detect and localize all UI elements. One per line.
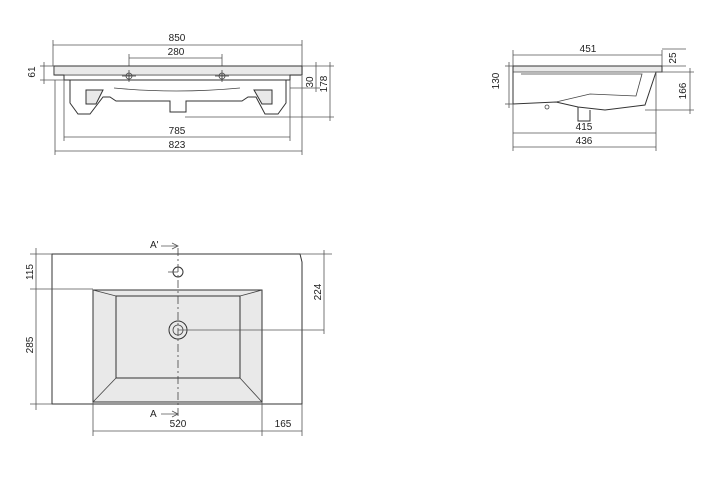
dim-520: 520 — [170, 419, 187, 430]
dim-30: 30 — [305, 76, 316, 88]
side-view: 451 25 130 166 415 436 — [491, 44, 694, 151]
dim-451: 451 — [580, 44, 597, 55]
dim-178: 178 — [319, 75, 330, 92]
dim-224: 224 — [313, 283, 324, 300]
dim-166: 166 — [678, 82, 689, 99]
dim-436: 436 — [576, 136, 593, 147]
dim-850: 850 — [169, 33, 186, 44]
dim-130: 130 — [491, 72, 502, 89]
dim-25: 25 — [668, 52, 679, 64]
top-view: A' A 115 285 224 520 165 — [25, 240, 332, 436]
section-mark-top: A' — [150, 240, 159, 251]
dim-280: 280 — [168, 47, 185, 58]
dim-285: 285 — [25, 336, 36, 353]
dim-415: 415 — [576, 122, 593, 133]
section-mark-bottom: A — [150, 409, 157, 420]
dim-115: 115 — [25, 264, 36, 280]
dim-61: 61 — [27, 66, 38, 78]
dim-785: 785 — [169, 126, 186, 137]
front-view: 850 280 61 30 178 — [27, 33, 334, 155]
dim-823: 823 — [169, 140, 186, 151]
dim-165: 165 — [275, 419, 292, 430]
